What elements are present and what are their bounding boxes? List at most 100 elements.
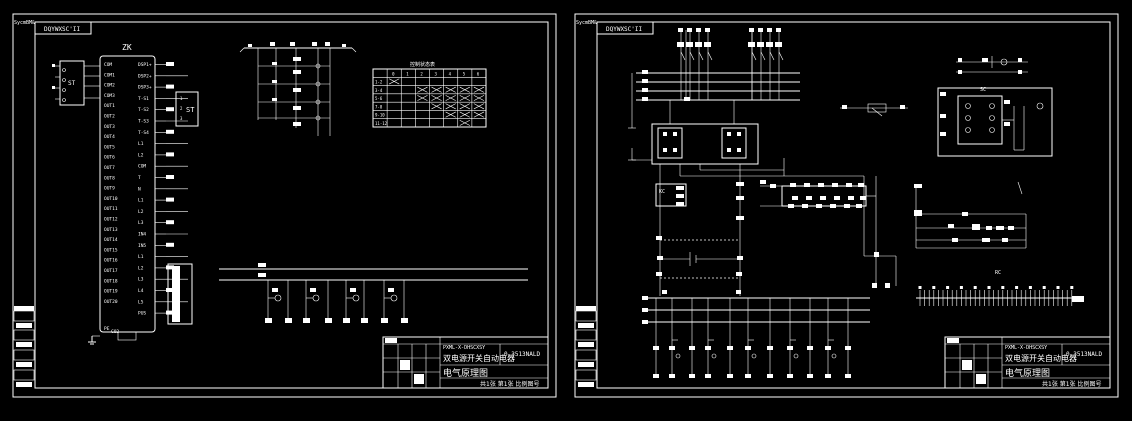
feeder-switch [680, 51, 686, 61]
output-terminal [787, 374, 793, 378]
pin-terminal [166, 265, 174, 270]
controller-right-pin: DSP1+ [138, 62, 152, 68]
selector-switch: ST [52, 60, 100, 106]
controller-output-wiring [155, 62, 188, 315]
terminal-marker [946, 286, 950, 289]
bus-section [219, 263, 528, 323]
feeder-fuse [695, 42, 702, 47]
pin-terminal [166, 310, 174, 315]
table-row-label: 3-4 [375, 88, 383, 93]
left-sheet-outer-border [12, 13, 557, 398]
left-title-code: 0.3513NALD [504, 351, 541, 358]
terminal-marker [1015, 286, 1019, 289]
terminal-marker [1028, 286, 1032, 289]
output-lamp [831, 353, 837, 359]
controller-right-pin: PUS [138, 311, 146, 317]
controller-left-pin: OUT19 [104, 289, 118, 295]
pin-terminal [166, 129, 174, 134]
table-row-label: 7-8 [375, 104, 383, 109]
left-title-line3: 电气原理图 [443, 367, 488, 379]
chain-contact-bottom [802, 204, 808, 208]
chain-contact-bottom [816, 204, 822, 208]
output-terminal [705, 374, 711, 378]
output-breaker [787, 346, 793, 350]
chain-contact-top [818, 183, 824, 187]
feeder-terminal [749, 28, 754, 32]
feeder-fuse [748, 42, 755, 47]
chain-contact-bottom [856, 204, 862, 208]
table-x-mark [445, 86, 456, 93]
chain-contact-top [858, 183, 864, 187]
controller-left-pin: OUT8 [104, 175, 115, 181]
branch-terminal [265, 318, 272, 323]
output-terminal [845, 374, 851, 378]
svg-text:3: 3 [180, 116, 183, 121]
terminal-marker [1042, 286, 1046, 289]
pin-terminal [166, 62, 174, 66]
controller-left-pin: OUT16 [104, 258, 118, 264]
controller-label: ZK [122, 43, 132, 52]
table-title: 控制状态表 [410, 61, 435, 68]
table-x-mark [459, 95, 471, 101]
table-x-mark [445, 95, 456, 101]
pin-terminal [166, 84, 174, 89]
table-x-mark [459, 103, 471, 110]
left-sheet: SycmBM& DQYWXSC'II ST [12, 13, 557, 398]
feeder-terminal [678, 28, 683, 32]
feeder-fuse [757, 42, 764, 47]
right-header-code: DQYWXSC'II [606, 26, 643, 33]
chain-contact-mid [792, 196, 798, 200]
feeder-switch [707, 51, 713, 61]
controller-left-pin: OUT4 [104, 134, 115, 140]
terminal-marker [918, 286, 922, 289]
right-sheet: SycmBM& DQYWXSC'II [574, 13, 1119, 398]
controller-right-pin: T-S1 [138, 96, 149, 102]
pin-terminal [166, 197, 174, 202]
branch-coil [390, 294, 398, 302]
pin-terminal [166, 288, 174, 292]
output-terminal [767, 374, 773, 378]
feeder-switch [778, 51, 784, 61]
table-head-cell: 5 [463, 71, 466, 76]
controller-right-pin: IN4 [138, 232, 146, 238]
controller-left-pin: COM3 [104, 93, 115, 99]
table-head-cell: 1 [406, 71, 409, 76]
power-indicator [956, 56, 1028, 74]
controller-right-pin: L5 [138, 299, 144, 305]
svg-text:1: 1 [180, 96, 183, 101]
table-row-label: 9-10 [375, 113, 385, 118]
output-terminal [653, 374, 659, 378]
incoming-feeders [677, 28, 784, 100]
branch-coil [352, 294, 360, 302]
branch-contact [388, 288, 394, 292]
chain-contact-mid [820, 196, 826, 200]
feeder-terminal [767, 28, 772, 32]
feeder-fuse [775, 42, 782, 47]
relay-chain [760, 176, 897, 288]
controller-left-pin: OUT2 [104, 114, 115, 120]
controller-right-pin: DSP3+ [138, 85, 152, 91]
controller-left-pin: OUT7 [104, 165, 115, 171]
output-breaker [745, 346, 751, 350]
controller-right-pin: L1 [138, 198, 144, 204]
output-breaker [727, 346, 733, 350]
feeder-fuse [677, 42, 684, 47]
right-corner-label: SycmBM& [576, 20, 597, 26]
pin-terminal [166, 107, 174, 112]
output-lamp [751, 353, 757, 359]
controller-right-pin: L2 [138, 152, 144, 158]
output-breaker [767, 346, 773, 350]
feeder-switch [760, 51, 766, 61]
chain-contact-top [832, 183, 838, 187]
left-header-code: DQYWXSC'II [44, 26, 81, 33]
branch-coil [312, 294, 320, 302]
controller-left-pin: OUT6 [104, 155, 115, 161]
table-x-mark [459, 119, 471, 126]
branch-terminal [401, 318, 408, 323]
switch-matrix [239, 42, 357, 136]
transfer-switch-units [628, 30, 759, 165]
table-row-label: 11-12 [375, 121, 388, 126]
